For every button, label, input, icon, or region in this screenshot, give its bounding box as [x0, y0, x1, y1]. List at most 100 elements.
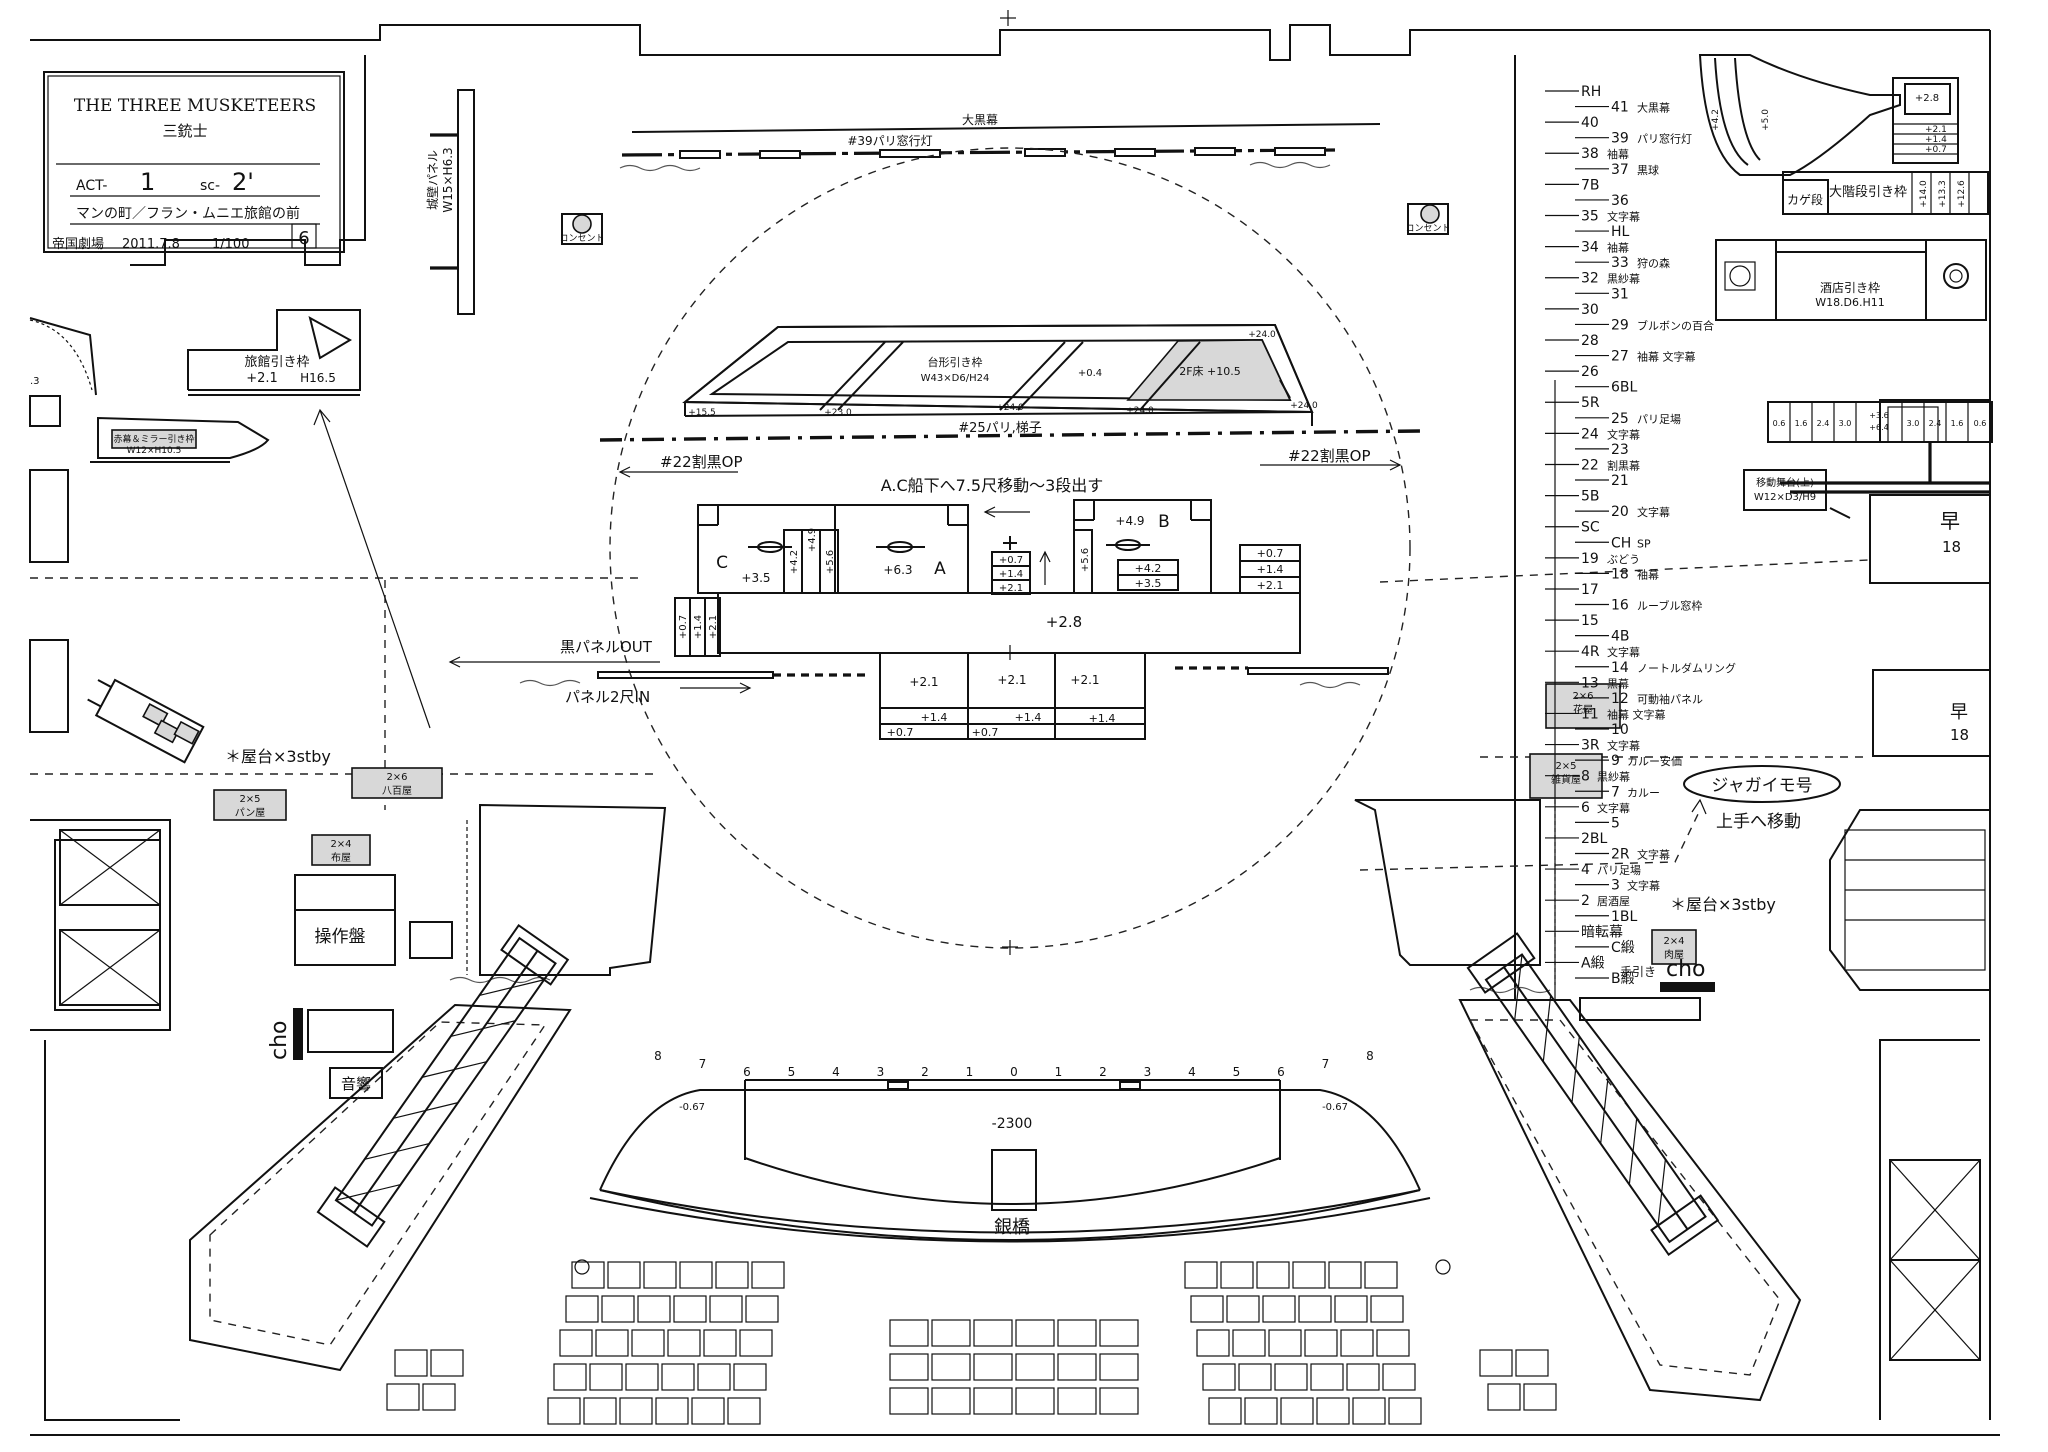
- stair-h21: +2.1: [1925, 125, 1947, 135]
- seat-block: [691, 1397, 725, 1425]
- fly-line-note: パリ足場: [1597, 864, 1641, 877]
- stall-standby-left: ＊屋台×3stby: [225, 747, 331, 766]
- seat-block: [430, 1349, 464, 1377]
- fly-line-code: 1BL: [1611, 909, 1638, 925]
- fly-line-note: 狩の森: [1637, 256, 1670, 270]
- seat-block: [715, 1261, 749, 1289]
- quick-change-2-num: 18: [1950, 726, 1969, 744]
- fly-line-code: HL: [1611, 224, 1630, 240]
- seat-block: [1364, 1261, 1398, 1289]
- wagon-height-24a: +24.0: [996, 403, 1024, 413]
- seat-block: [1310, 1363, 1344, 1391]
- seat-block: [637, 1295, 671, 1323]
- fly-line-note: SP: [1637, 537, 1651, 550]
- seat-block: [595, 1329, 629, 1357]
- left-edge-number: .3: [30, 376, 40, 387]
- fly-line-code: 7B: [1581, 177, 1600, 193]
- fly-line-code: 9: [1611, 753, 1620, 769]
- seat-block: [1015, 1319, 1055, 1347]
- seat-block: [667, 1329, 701, 1357]
- batten-39-label: #39パリ窓行灯: [847, 133, 932, 148]
- seat-block: [973, 1353, 1013, 1381]
- seat-block: [1099, 1353, 1139, 1381]
- panel-2shaku-in: パネル2尺IN: [565, 688, 650, 706]
- fly-line-note: 袖幕: [1607, 147, 1629, 161]
- fly-line-code: 2R: [1611, 847, 1630, 863]
- cho-left-label: cho: [267, 1021, 292, 1061]
- seat-block: [1523, 1383, 1557, 1411]
- fly-line-code: CH: [1611, 535, 1631, 551]
- stall-nikuya-name: 肉屋: [1664, 948, 1684, 961]
- tebiki-label: 手引き: [1620, 965, 1656, 979]
- stall-nikuya: 2×4 肉屋: [1651, 929, 1697, 965]
- apron-left-level: -0.67: [679, 1102, 705, 1113]
- fly-line-code: 27: [1611, 349, 1629, 365]
- seat-block: [739, 1329, 773, 1357]
- control-console: 操作盤: [294, 874, 453, 966]
- wagon-height-24top: +24.0: [1248, 330, 1276, 340]
- stall-panya-size: 2×5: [239, 794, 260, 805]
- seat-block: [1479, 1349, 1513, 1377]
- wagon-height-24c: +24.0: [1290, 401, 1318, 411]
- apron-number: 8: [1366, 1049, 1374, 1063]
- outlet-left: コンセント: [559, 213, 605, 245]
- apron-right-level: -0.67: [1322, 1102, 1348, 1113]
- moving-stage-name: 移動舞台(上): [1756, 476, 1814, 489]
- fly-line-note: パリ窓行灯: [1637, 132, 1692, 146]
- sc-value: 2': [232, 168, 254, 196]
- apron-number: 7: [1322, 1057, 1330, 1071]
- left-tower: [189, 923, 572, 1372]
- black-curtain-label: 大黒幕: [962, 113, 998, 127]
- ship-front-07a: +0.7: [887, 726, 914, 739]
- fly-line-code: 23: [1611, 442, 1629, 458]
- ship-right-h50: +5.0: [1761, 109, 1771, 131]
- ship-step-42: +4.2: [789, 550, 800, 574]
- ship-mid-07: +0.7: [999, 555, 1023, 566]
- stall-panya: 2×5 パン屋: [213, 789, 287, 821]
- apron-number: 5: [1233, 1065, 1241, 1079]
- fly-line-code: 30: [1581, 302, 1599, 318]
- fly-line-code: 37: [1611, 162, 1629, 178]
- seat-block: [889, 1387, 929, 1415]
- stair-h140: +14.0: [1919, 180, 1929, 208]
- ship-b-step-42: +4.2: [1135, 562, 1162, 575]
- apron-number: 3: [1144, 1065, 1152, 1079]
- inn-frame-h: H16.5: [300, 371, 336, 385]
- sheet-number: 6: [298, 228, 309, 249]
- fly-line-code: 35: [1581, 208, 1599, 224]
- ship-front-21b: +2.1: [997, 673, 1026, 687]
- stall-hanaya: 2×6 花屋: [1545, 683, 1621, 729]
- stall-nunoya-name: 布屋: [331, 852, 351, 864]
- ship-prop-right: +4.2 +5.0 +2.8 +2.1 +1.4 +0.7: [1698, 54, 1959, 176]
- fly-line-note: 黒幕: [1607, 676, 1629, 690]
- fly-line-note: 袖幕: [1637, 567, 1659, 581]
- fly-line-note: ノートルダムリング: [1637, 661, 1736, 675]
- upstage-battens: 大黒幕 #39パリ窓行灯 #25パリ,梯子 #22割黒OP #22割黒OP 城壁…: [425, 89, 1451, 478]
- ship-right-07: +0.7: [1257, 547, 1284, 560]
- ship-set: A.C船下へ7.5尺移動～3段出す C +3.5 +6.3 A +4.2 +4.…: [674, 476, 1301, 740]
- ship-front-21a: +2.1: [909, 675, 938, 689]
- seat-block: [1238, 1363, 1272, 1391]
- fly-line-code: 16: [1611, 598, 1629, 614]
- fly-line-code: 34: [1581, 240, 1599, 256]
- kage-step: カゲ段: [1787, 192, 1823, 207]
- fly-line-code: 13: [1581, 675, 1599, 691]
- seat-block: [973, 1387, 1013, 1415]
- fly-line-code: A緞: [1581, 955, 1605, 971]
- seat-block: [583, 1397, 617, 1425]
- split-curtain-right: #22割黒OP: [1288, 447, 1371, 465]
- seat-block: [1487, 1383, 1521, 1411]
- ship-step-56b: +5.6: [1080, 548, 1091, 572]
- fly-line-code: 4R: [1581, 644, 1600, 660]
- seat-block: [1057, 1353, 1097, 1381]
- mirror-frame: 赤幕＆ミラー引き枠 W12×H10.5: [90, 416, 270, 463]
- fly-line-note: 文字幕: [1637, 505, 1670, 519]
- fly-line-code: 28: [1581, 333, 1599, 349]
- step-h4: +3.6: [1869, 411, 1888, 420]
- proscenium-right: [1354, 799, 1701, 1021]
- title-en: THE THREE MUSKETEERS: [74, 96, 316, 116]
- seat-block: [673, 1295, 707, 1323]
- fly-line-code: 36: [1611, 193, 1629, 209]
- quick-change-2-label: 早: [1950, 702, 1968, 723]
